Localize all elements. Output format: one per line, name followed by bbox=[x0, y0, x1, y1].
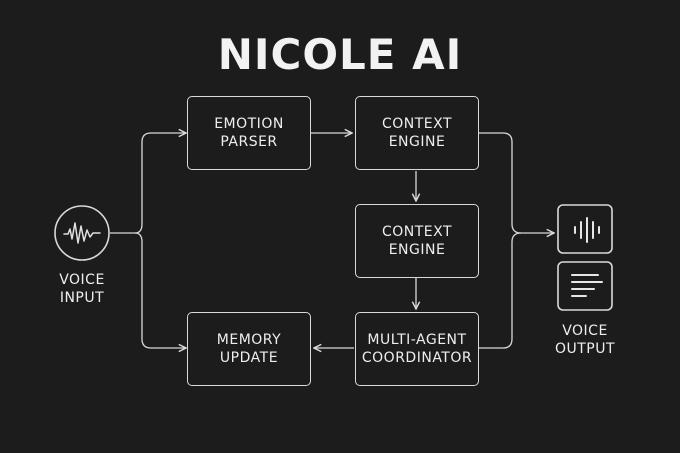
node-multi-agent-coordinator: MULTI-AGENT COORDINATOR bbox=[355, 312, 479, 386]
node-emotion-parser: EMOTION PARSER bbox=[187, 96, 311, 170]
node-label: CONTEXT ENGINE bbox=[381, 116, 453, 150]
node-context-engine-mid: CONTEXT ENGINE bbox=[355, 204, 479, 278]
voice-output-label: VOICE OUTPUT bbox=[554, 323, 616, 357]
waveform-icon bbox=[54, 205, 110, 261]
node-memory-update: MEMORY UPDATE bbox=[187, 312, 311, 386]
edge-context-top-to-output bbox=[479, 132, 522, 234]
edge-coordinator-to-output bbox=[479, 232, 522, 349]
voice-input-label: VOICE INPUT bbox=[59, 272, 105, 306]
node-context-engine-top: CONTEXT ENGINE bbox=[355, 96, 479, 170]
diagram-title: NICOLE AI bbox=[217, 30, 463, 79]
node-label: MEMORY UPDATE bbox=[216, 332, 282, 366]
edge-branch-to-emotion-parser bbox=[134, 133, 186, 234]
text-lines-icon bbox=[557, 261, 613, 311]
node-label: EMOTION PARSER bbox=[214, 116, 284, 150]
audio-bars-icon bbox=[557, 204, 613, 254]
node-label: MULTI-AGENT COORDINATOR bbox=[361, 332, 473, 366]
edge-branch-to-memory-update bbox=[134, 232, 186, 348]
node-label: CONTEXT ENGINE bbox=[381, 224, 453, 258]
